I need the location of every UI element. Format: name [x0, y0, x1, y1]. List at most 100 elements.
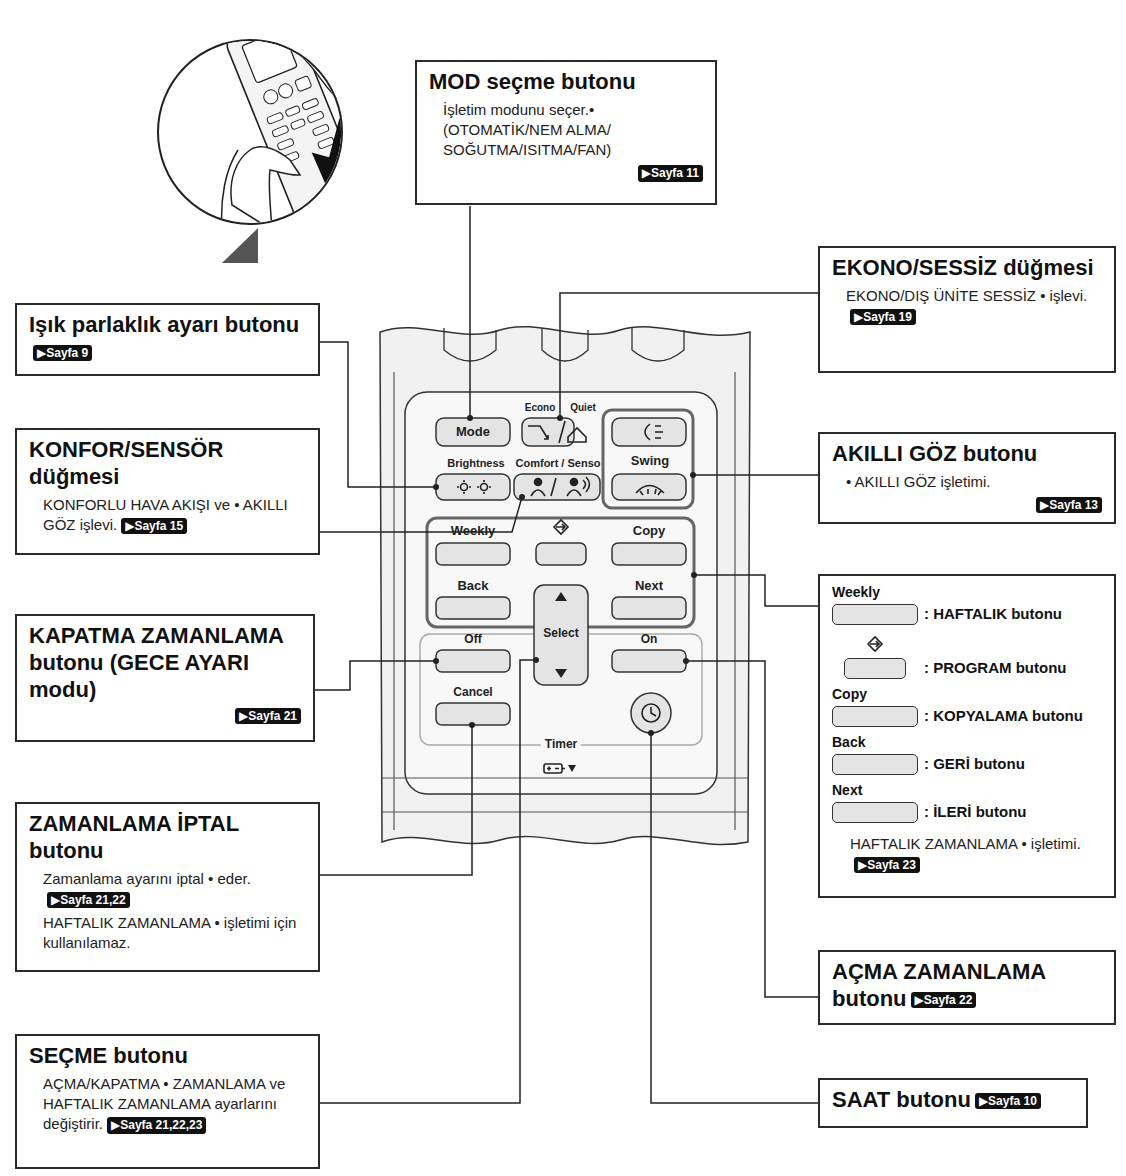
remote-control [568, 765, 576, 772]
callout-box: AKILLI GÖZ butonu • AKILLI GÖZ işletimi. ▶… [818, 432, 1116, 524]
inset-illustration [222, 228, 258, 263]
button-label: Brightness [447, 457, 504, 469]
text-row: • AKILLI GÖZ işletimi. [846, 472, 1102, 492]
description: HAFTALIK ZAMANLAMA • işletimi için kulla… [43, 914, 296, 951]
leader-dot [557, 415, 563, 421]
page-reference: ▶Sayfa 21,22 [47, 892, 130, 908]
remote-control [645, 424, 663, 440]
text-row: ▶Sayfa 13 [832, 495, 1102, 513]
remote-control [555, 669, 567, 678]
program-icon [865, 634, 885, 654]
inset-illustration [294, 76, 311, 92]
leader-line [693, 474, 818, 476]
page-reference: ▶Sayfa 9 [33, 345, 92, 361]
remote-control [522, 418, 574, 446]
text-row: SAAT butonu▶Sayfa 10 [832, 1087, 1074, 1114]
button-description: : KOPYALAMA butonu [924, 707, 1083, 724]
button-label: Copy [633, 524, 666, 538]
remote-control [612, 474, 686, 500]
inset-illustration [222, 10, 377, 232]
leader-dot [648, 730, 654, 736]
button-description: : PROGRAM butonu [924, 659, 1066, 676]
leader-line [560, 293, 818, 416]
inset-illustration [300, 20, 345, 100]
callout-heading: MOD seçme butonu [429, 69, 636, 94]
remote-control [612, 650, 686, 672]
remote-control [481, 484, 488, 491]
text-row: AÇMA/KAPATMA • ZAMANLAMA ve HAFTALIK ZAM… [43, 1074, 306, 1135]
remote-control [380, 327, 750, 845]
button-name: Back [832, 734, 865, 750]
remote-control [457, 421, 664, 773]
text-row: MOD seçme butonu [429, 69, 703, 96]
remote-control [531, 490, 545, 496]
page-reference: ▶Sayfa 19 [850, 309, 916, 325]
callout-heading: Işık parlaklık ayarı butonu [29, 312, 299, 337]
inset-illustration [272, 125, 289, 137]
remote-control [380, 327, 750, 845]
leader-dot [469, 722, 475, 728]
inset-illustration [303, 114, 377, 201]
remote-control [436, 418, 686, 733]
callout-box: EKONO/SESSİZ düğmesiEKONO/DIŞ ÜNİTE SESS… [818, 246, 1116, 373]
remote-control [547, 767, 559, 771]
leader-line [320, 660, 536, 1103]
leader-line [686, 661, 818, 997]
inset-illustration [285, 105, 301, 117]
remote-control [536, 543, 586, 565]
remote-control [436, 597, 510, 619]
button-description: : İLERİ butonu [924, 803, 1026, 820]
inset-illustration [290, 118, 306, 130]
text-row: KAPATMA ZAMANLAMA butonu (GECE AYARI mod… [29, 623, 301, 703]
remote-control [612, 418, 686, 446]
remote-control [544, 764, 562, 773]
remote-control [535, 479, 542, 486]
callout-box: SEÇME butonuAÇMA/KAPATMA • ZAMANLAMA ve … [15, 1034, 320, 1169]
inset-illustration [277, 82, 295, 100]
remote-control [528, 426, 548, 439]
button-label: Cancel [453, 686, 492, 699]
text-row: SEÇME butonu [29, 1043, 306, 1070]
remote-control [542, 328, 588, 361]
inset-illustration [262, 88, 280, 106]
remote-control [631, 693, 671, 733]
remote-control [734, 372, 735, 830]
callout-box: AÇMA ZAMANLAMA butonu▶Sayfa 22 [818, 950, 1116, 1025]
inset-illustration [223, 10, 368, 232]
callout-box: SAAT butonu▶Sayfa 10 [818, 1078, 1088, 1128]
button-description: : GERİ butonu [924, 755, 1025, 772]
remote-control [514, 474, 600, 500]
remote-control [555, 592, 567, 601]
remote-control [642, 704, 660, 722]
button-label: Swing [631, 454, 669, 468]
description: Zamanlama ayarını iptal • eder. [43, 870, 251, 887]
button-label: Quiet [570, 402, 596, 413]
page-reference: ▶Sayfa 15 [121, 518, 187, 534]
remote-control [636, 486, 664, 496]
leader-dot [467, 415, 473, 421]
button-shape [844, 658, 906, 679]
text-row: AKILLI GÖZ butonu [832, 441, 1102, 468]
inset-illustration [307, 111, 324, 123]
button-name: Weekly [832, 584, 880, 600]
remote-control [461, 484, 468, 491]
inset-illustration [277, 138, 294, 150]
callout-heading: AKILLI GÖZ butonu [832, 441, 1037, 466]
remote-control [382, 777, 748, 778]
text-row: KONFOR/SENSÖR düğmesi [29, 437, 306, 491]
remote-control [612, 597, 686, 619]
remote-control [562, 768, 565, 770]
remote-control [632, 328, 684, 361]
button-shape [832, 706, 918, 727]
remote-control [405, 392, 717, 794]
callout-heading: KAPATMA ZAMANLAMA butonu (GECE AYARI mod… [29, 623, 283, 702]
button-name: Copy [832, 686, 867, 702]
leader-dot [433, 658, 439, 664]
callout-heading: ZAMANLAMA İPTAL butonu [29, 811, 239, 863]
remote-control [436, 543, 510, 565]
callout-heading: SEÇME butonu [29, 1043, 188, 1068]
callout-box: ZAMANLAMA İPTAL butonuZamanlama ayarını … [15, 802, 320, 972]
inset-illustration [222, 150, 238, 230]
text-row: HAFTALIK ZAMANLAMA • işletimi.▶Sayfa 23 [850, 834, 1100, 875]
callout-heading: EKONO/SESSİZ düğmesi [832, 255, 1094, 280]
